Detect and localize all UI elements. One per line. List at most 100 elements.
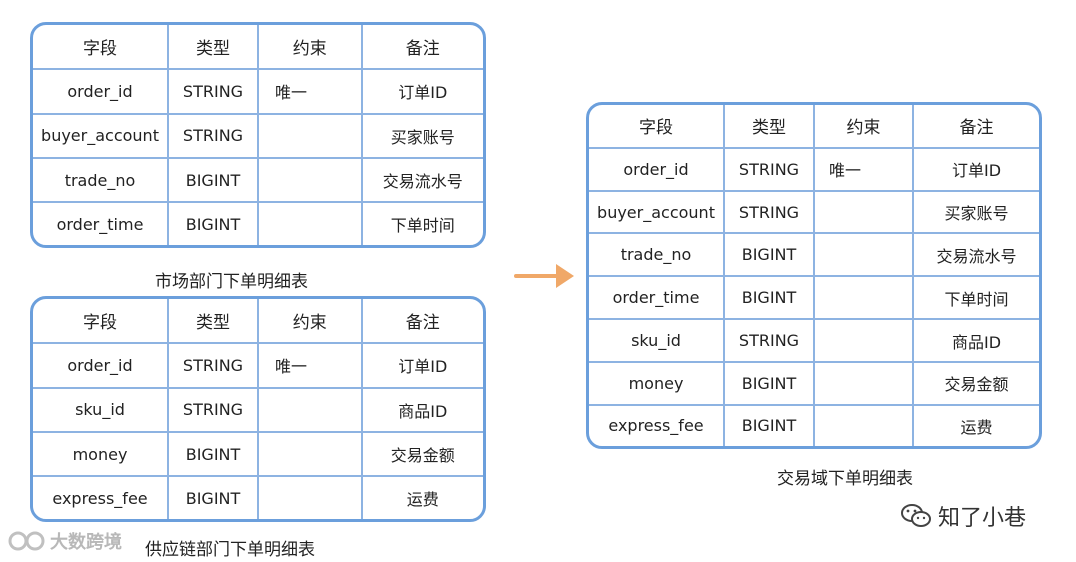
table-row: buyer_account STRING 买家账号 bbox=[33, 112, 483, 159]
table-cell: buyer_account bbox=[33, 112, 169, 159]
table-cell: 订单ID bbox=[360, 68, 483, 115]
table-row: money BIGINT 交易金额 bbox=[589, 360, 1039, 406]
watermark-right: 知了小巷 bbox=[900, 500, 1026, 532]
table-cell bbox=[257, 201, 363, 245]
table-cell: STRING bbox=[167, 68, 259, 115]
market-table-caption: 市场部门下单明细表 bbox=[155, 272, 308, 292]
right-arrow-icon bbox=[514, 264, 574, 288]
table-header-row: 字段 类型 约束 备注 bbox=[589, 105, 1039, 149]
table-cell: 交易流水号 bbox=[360, 156, 483, 204]
header-cell: 约束 bbox=[813, 105, 914, 149]
table-cell: 订单ID bbox=[360, 342, 483, 389]
header-cell: 类型 bbox=[723, 105, 815, 149]
table-row: buyer_account STRING 买家账号 bbox=[589, 189, 1039, 235]
table-row: trade_no BIGINT 交易流水号 bbox=[33, 156, 483, 204]
table-cell bbox=[813, 360, 914, 406]
table-cell: 唯一 bbox=[257, 342, 363, 389]
table-cell: buyer_account bbox=[589, 189, 725, 235]
table-cell: 运费 bbox=[912, 403, 1039, 446]
table-cell: trade_no bbox=[33, 156, 169, 204]
table-cell: BIGINT bbox=[167, 475, 259, 519]
header-cell: 字段 bbox=[33, 299, 169, 345]
table-row: order_time BIGINT 下单时间 bbox=[589, 275, 1039, 321]
table-cell: BIGINT bbox=[723, 275, 815, 321]
table-cell: 交易金额 bbox=[360, 430, 483, 478]
table-cell: 交易流水号 bbox=[912, 232, 1039, 278]
table-cell: money bbox=[33, 430, 169, 478]
table-cell: order_time bbox=[33, 201, 169, 245]
table-cell: STRING bbox=[167, 386, 259, 433]
table-cell bbox=[813, 275, 914, 321]
trade-domain-table-caption: 交易域下单明细表 bbox=[777, 469, 913, 489]
table-cell bbox=[813, 318, 914, 363]
table-cell: order_id bbox=[589, 146, 725, 192]
table-cell: 买家账号 bbox=[912, 189, 1039, 235]
table-cell: 买家账号 bbox=[360, 112, 483, 159]
table-cell: trade_no bbox=[589, 232, 725, 278]
table-header-row: 字段 类型 约束 备注 bbox=[33, 25, 483, 71]
market-order-detail-table: 字段 类型 约束 备注 order_id STRING 唯一 订单ID buye… bbox=[30, 22, 486, 248]
table-row: sku_id STRING 商品ID bbox=[33, 386, 483, 433]
table-cell: BIGINT bbox=[167, 430, 259, 478]
header-cell: 备注 bbox=[912, 105, 1039, 149]
table-cell bbox=[813, 232, 914, 278]
table-cell: money bbox=[589, 360, 725, 406]
table-cell: BIGINT bbox=[167, 201, 259, 245]
table-cell: 商品ID bbox=[912, 318, 1039, 363]
table-cell: order_time bbox=[589, 275, 725, 321]
table-cell: BIGINT bbox=[167, 156, 259, 204]
table-cell: express_fee bbox=[589, 403, 725, 446]
table-cell bbox=[257, 386, 363, 433]
table-cell: order_id bbox=[33, 342, 169, 389]
wechat-icon bbox=[901, 504, 931, 527]
table-row: order_id STRING 唯一 订单ID bbox=[589, 146, 1039, 192]
table-cell: STRING bbox=[723, 146, 815, 192]
header-cell: 备注 bbox=[360, 25, 483, 71]
table-row: express_fee BIGINT 运费 bbox=[589, 403, 1039, 446]
table-row: order_id STRING 唯一 订单ID bbox=[33, 342, 483, 389]
table-row: order_time BIGINT 下单时间 bbox=[33, 201, 483, 245]
table-cell: 商品ID bbox=[360, 386, 483, 433]
table-cell bbox=[257, 475, 363, 519]
watermark-left-text: 大数跨境 bbox=[50, 532, 122, 553]
table-row: money BIGINT 交易金额 bbox=[33, 430, 483, 478]
table-row: trade_no BIGINT 交易流水号 bbox=[589, 232, 1039, 278]
supply-table-caption: 供应链部门下单明细表 bbox=[145, 540, 315, 560]
table-cell: 下单时间 bbox=[912, 275, 1039, 321]
header-cell: 类型 bbox=[167, 299, 259, 345]
watermark-left: 大数跨境 bbox=[8, 528, 122, 554]
table-cell: STRING bbox=[723, 318, 815, 363]
table-cell: sku_id bbox=[33, 386, 169, 433]
table-cell: express_fee bbox=[33, 475, 169, 519]
watermark-right-text: 知了小巷 bbox=[938, 506, 1027, 531]
table-cell: 订单ID bbox=[912, 146, 1039, 192]
trade-domain-order-detail-table: 字段 类型 约束 备注 order_id STRING 唯一 订单ID buye… bbox=[586, 102, 1042, 449]
table-cell: 唯一 bbox=[257, 68, 363, 115]
table-cell: STRING bbox=[723, 189, 815, 235]
table-cell: BIGINT bbox=[723, 403, 815, 446]
header-cell: 备注 bbox=[360, 299, 483, 345]
table-header-row: 字段 类型 约束 备注 bbox=[33, 299, 483, 345]
header-cell: 字段 bbox=[589, 105, 725, 149]
table-row: order_id STRING 唯一 订单ID bbox=[33, 68, 483, 115]
header-cell: 约束 bbox=[257, 299, 363, 345]
table-row: express_fee BIGINT 运费 bbox=[33, 475, 483, 519]
header-cell: 字段 bbox=[33, 25, 169, 71]
table-cell bbox=[813, 189, 914, 235]
header-cell: 类型 bbox=[167, 25, 259, 71]
table-row: sku_id STRING 商品ID bbox=[589, 318, 1039, 363]
brand-logo-icon bbox=[8, 531, 45, 551]
table-cell: BIGINT bbox=[723, 360, 815, 406]
header-cell: 约束 bbox=[257, 25, 363, 71]
table-cell bbox=[257, 156, 363, 204]
table-cell: 运费 bbox=[360, 475, 483, 519]
table-cell: STRING bbox=[167, 342, 259, 389]
table-cell: 唯一 bbox=[813, 146, 914, 192]
table-cell: 交易金额 bbox=[912, 360, 1039, 406]
table-cell: STRING bbox=[167, 112, 259, 159]
table-cell: 下单时间 bbox=[360, 201, 483, 245]
supply-order-detail-table: 字段 类型 约束 备注 order_id STRING 唯一 订单ID sku_… bbox=[30, 296, 486, 522]
table-cell: order_id bbox=[33, 68, 169, 115]
table-cell bbox=[813, 403, 914, 446]
table-cell bbox=[257, 430, 363, 478]
